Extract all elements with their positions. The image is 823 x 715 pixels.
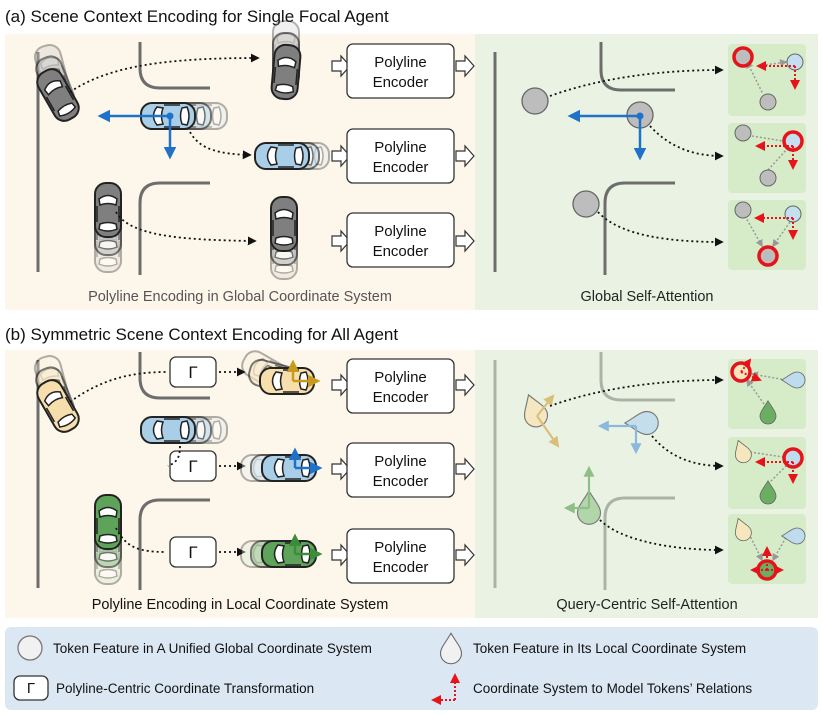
section-a-encoder-row-3: Polyline Encoder: [331, 212, 475, 268]
section-a-blue-axis: [97, 109, 177, 160]
section-b-token-box-1: [728, 358, 806, 429]
section-a-token-box-3: [728, 200, 806, 270]
legend-global-token: Token Feature in A Unified Global Coordi…: [17, 635, 372, 661]
encoder-label-line2: Encoder: [373, 559, 429, 576]
section-b-token-box-3: [728, 514, 806, 584]
section-a-attention-trajectories: [549, 65, 724, 247]
section-b-encoded-car-2: [240, 447, 323, 482]
section-b-local-axes: [536, 394, 642, 514]
section-a-encoder-row-1: Polyline Encoder: [331, 43, 475, 99]
gamma-symbol: Γ: [188, 457, 197, 476]
legend-panel: [5, 627, 818, 710]
gamma-box-icon: [13, 675, 49, 701]
encoder-label-line1: Polyline: [374, 369, 427, 386]
legend-transform-label: Polyline-Centric Coordinate Transformati…: [56, 681, 314, 696]
section-b-encoded-car-1: [237, 346, 321, 398]
section-b-title: (b) Symmetric Scene Context Encoding for…: [5, 325, 398, 344]
section-a-trajectories: [69, 53, 260, 246]
legend-global-token-label: Token Feature in A Unified Global Coordi…: [53, 641, 372, 656]
encoder-label-line2: Encoder: [373, 243, 429, 260]
section-a-encoder-row-2: Polyline Encoder: [331, 128, 475, 184]
gamma-box-3: Γ: [169, 536, 217, 568]
section-b-trajectories: [69, 367, 246, 557]
section-a-road-map: [36, 42, 210, 275]
encoder-label-line2: Encoder: [373, 389, 429, 406]
section-b-left-caption: Polyline Encoding in Local Coordinate Sy…: [92, 597, 389, 613]
section-b-right-caption: Query-Centric Self-Attention: [556, 597, 737, 613]
section-a-token-box-2: [728, 123, 806, 193]
encoder-label-line1: Polyline: [374, 539, 427, 556]
section-b-token-box-2: [728, 437, 806, 509]
encoder-label-line1: Polyline: [374, 139, 427, 156]
relation-axes-icon: [431, 673, 460, 705]
section-b-encoder-row-1: Polyline Encoder: [331, 358, 475, 414]
section-a-gray-car-bottom: [94, 182, 122, 273]
encoder-label-line2: Encoder: [373, 473, 429, 490]
encoder-label-line2: Encoder: [373, 159, 429, 176]
section-a-right-caption: Global Self-Attention: [581, 289, 714, 305]
legend-relation: Coordinate System to Model Tokens’ Relat…: [431, 673, 752, 705]
section-a-left-caption: Polyline Encoding in Global Coordinate S…: [88, 289, 392, 305]
section-a-encoded-car-2: [254, 142, 330, 170]
encoder-label-line2: Encoder: [373, 74, 429, 91]
encoder-label-line1: Polyline: [374, 223, 427, 240]
section-a-encoded-car-3: [270, 196, 298, 280]
legend-local-token: Token Feature in Its Local Coordinate Sy…: [439, 632, 746, 665]
section-b-attention-road-map: [493, 352, 675, 590]
gamma-box-2: Γ: [169, 450, 217, 482]
section-a-attention-road-map: [493, 42, 675, 275]
gamma-symbol: Γ: [188, 363, 197, 382]
legend-relation-label: Coordinate System to Model Tokens’ Relat…: [473, 681, 752, 696]
section-b-encoder-row-3: Polyline Encoder: [331, 528, 475, 584]
legend-local-token-label: Token Feature in Its Local Coordinate Sy…: [473, 641, 746, 656]
section-a-encoded-car-1: [269, 20, 303, 102]
section-b-blue-car: [140, 416, 228, 444]
global-token-icon: [17, 635, 43, 661]
section-a-global-axis: [567, 109, 647, 161]
section-a-token-box-1: [728, 44, 806, 116]
section-b-attention-trajectories: [549, 375, 724, 555]
section-b-encoder-row-2: Polyline Encoder: [331, 442, 475, 498]
section-b-green-car: [94, 494, 122, 585]
legend-gamma-symbol: Γ: [27, 680, 35, 697]
encoder-label-line1: Polyline: [374, 54, 427, 71]
gamma-symbol: Γ: [188, 543, 197, 562]
section-b-encoded-car-3: [240, 533, 323, 568]
encoder-label-line1: Polyline: [374, 453, 427, 470]
section-a-title: (a) Scene Context Encoding for Single Fo…: [5, 7, 389, 26]
legend-transform: Γ Polyline-Centric Coordinate Transforma…: [13, 675, 314, 701]
gamma-box-1: Γ: [169, 356, 217, 388]
